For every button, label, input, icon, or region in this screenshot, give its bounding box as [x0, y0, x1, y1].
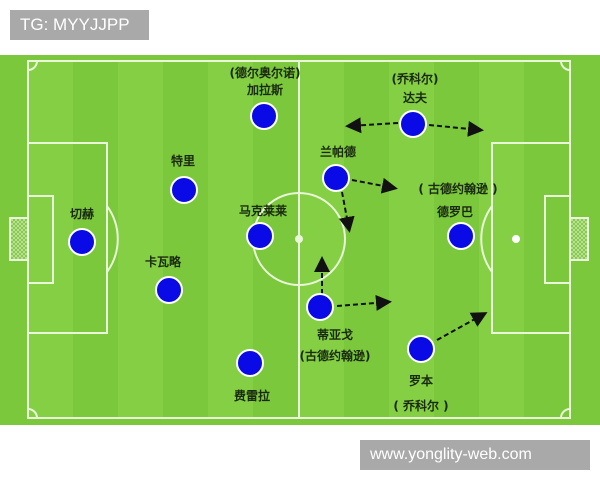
- movement-arrows: [314, 117, 488, 341]
- player-drogba: [447, 222, 475, 250]
- left-goal: [9, 217, 29, 261]
- label-makelele: 马克莱莱: [239, 203, 287, 218]
- player-lampard: [322, 164, 350, 192]
- label-robben: 罗本: [409, 373, 433, 388]
- arrow-duff-left: [345, 117, 399, 134]
- player-terry: [170, 176, 198, 204]
- label-drogba-alt: ( 古德约翰逊 ): [418, 181, 497, 196]
- arrow-tiago-right: [336, 294, 392, 311]
- player-duff: [399, 110, 427, 138]
- arrow-lampard-down: [338, 191, 355, 233]
- label-carvalho: 卡瓦略: [145, 254, 182, 269]
- label-terry: 特里: [171, 153, 195, 168]
- right-goal: [569, 217, 589, 261]
- player-robben: [407, 335, 435, 363]
- label-lampard: 兰帕德: [320, 144, 356, 159]
- player-cech: [68, 228, 96, 256]
- label-robben-alt: ( 乔科尔 ): [393, 398, 448, 413]
- football-pitch: (德尔奥尔诺) 加拉斯 (乔科尔) 达夫 特里 兰帕德 切赫 马克莱莱 ( 古德…: [0, 55, 600, 425]
- grass-stripes: [28, 61, 524, 418]
- label-tiago: 蒂亚戈: [317, 327, 353, 342]
- penalty-spot: [512, 235, 520, 243]
- arrow-duff-right: [428, 120, 484, 137]
- label-duff: 达夫: [403, 90, 428, 105]
- label-gallas-alt: (德尔奥尔诺): [230, 65, 301, 80]
- center-spot: [295, 235, 303, 243]
- arrow-lampard-right: [351, 177, 398, 194]
- player-carvalho: [155, 276, 183, 304]
- player-ferreira: [236, 349, 264, 377]
- arrow-robben: [436, 312, 488, 341]
- label-tiago-alt: (古德约翰逊): [300, 348, 371, 363]
- label-duff-alt: (乔科尔): [392, 71, 439, 86]
- label-cech: 切赫: [70, 206, 94, 221]
- player-gallas: [250, 102, 278, 130]
- label-ferreira: 费雷拉: [234, 388, 270, 403]
- watermark-top: TG: MYYJJPP: [10, 10, 149, 40]
- player-makelele: [246, 222, 274, 250]
- watermark-bottom: www.yonglity-web.com: [360, 440, 590, 470]
- label-drogba: 德罗巴: [437, 204, 473, 219]
- label-gallas: 加拉斯: [246, 82, 283, 97]
- player-tiago: [306, 293, 334, 321]
